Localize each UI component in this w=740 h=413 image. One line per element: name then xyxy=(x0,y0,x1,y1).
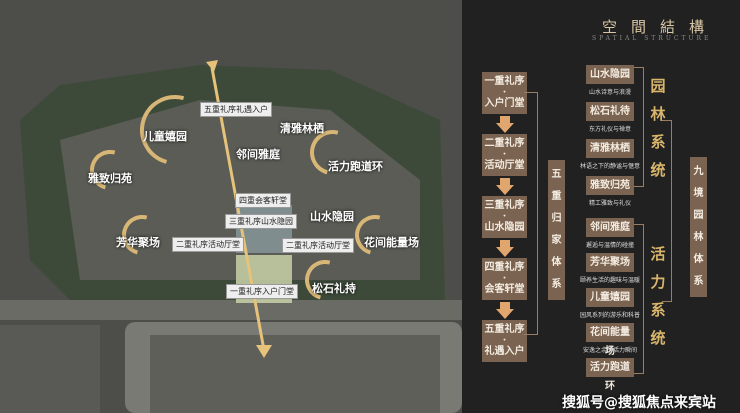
vital-desc: 安逸之余的活力瞬间 xyxy=(582,347,637,354)
down-arrow-icon xyxy=(496,302,514,319)
garden-item: 雅致归苑 xyxy=(586,176,634,195)
step-title: 三重礼序 xyxy=(484,200,525,211)
map-label: 清雅林栖 xyxy=(280,122,324,135)
nine-system-label: 九境园林体系 xyxy=(690,157,707,297)
bracket-vitality xyxy=(634,224,644,374)
garden-item: 清雅林栖 xyxy=(586,139,634,158)
sequence-step: 四重礼序 · 会客轩堂 xyxy=(482,258,527,300)
map-label: 芳华聚场 xyxy=(116,236,160,249)
map-tag: 五重礼序礼遇入户 xyxy=(200,102,272,117)
map-tag: 二重礼序活动厅堂 xyxy=(282,238,354,253)
step-subtitle: 山水隐园 xyxy=(484,222,525,233)
step-dot: · xyxy=(502,211,507,222)
watermark: 搜狐号@搜狐焦点来宾站 xyxy=(562,395,716,411)
vital-item: 花间能量场 xyxy=(586,323,634,357)
map-label: 活力跑道环 xyxy=(328,160,383,173)
down-arrow-icon xyxy=(496,178,514,195)
step-title: 一重礼序 xyxy=(484,76,525,87)
site-plan-map: 儿童嬉园 清雅林栖 邻间雅庭 活力跑道环 雅致归苑 山水隐园 芳华聚场 花间能量… xyxy=(0,0,462,413)
map-label: 花间能量场 xyxy=(364,236,419,249)
map-tag: 一重礼序入户门堂 xyxy=(226,284,298,299)
bracket-five xyxy=(524,92,538,335)
garden-item: 松石礼待 xyxy=(586,102,634,121)
garden-desc: 林语之下的静谧与惬意 xyxy=(579,163,640,170)
bracket-garden xyxy=(634,67,644,187)
spatial-structure-panel: 空間結構 SPATIAL STRUCTURE 一重礼序 · 入户门堂 二重礼序 … xyxy=(462,0,740,413)
step-subtitle: 会客轩堂 xyxy=(484,284,525,295)
step-dot: · xyxy=(502,149,507,160)
vital-desc: 颐养生活的趣味与温暖 xyxy=(579,277,640,284)
vitality-system-label: 活力系统 xyxy=(650,245,666,347)
vital-item: 活力跑道环 xyxy=(586,358,634,392)
step-dot: · xyxy=(502,87,507,98)
vital-desc: 园风系列的游乐和科普 xyxy=(579,312,640,319)
vital-item: 芳华聚场 xyxy=(586,253,634,272)
garden-item: 山水隐园 xyxy=(586,65,634,84)
sequence-step: 五重礼序 · 礼遇入户 xyxy=(482,320,527,362)
garden-system-label: 园林系统 xyxy=(650,77,666,179)
map-label: 松石礼持 xyxy=(312,282,356,295)
vital-item: 邻间雅庭 xyxy=(586,218,634,237)
map-label: 山水隐园 xyxy=(310,210,354,223)
map-tag: 三重礼序山水隐园 xyxy=(225,214,297,229)
map-tag: 四重会客轩堂 xyxy=(235,193,291,208)
sequence-step: 一重礼序 · 入户门堂 xyxy=(482,72,527,114)
step-subtitle: 入户门堂 xyxy=(484,98,525,109)
garden-desc: 精工雅致与礼仪 xyxy=(588,200,631,207)
down-arrow-icon xyxy=(496,240,514,257)
vital-desc: 邂逅与温情的碰撞 xyxy=(585,242,634,249)
vital-item: 儿童嬉园 xyxy=(586,288,634,307)
step-title: 五重礼序 xyxy=(484,324,525,335)
step-dot: · xyxy=(502,273,507,284)
step-title: 四重礼序 xyxy=(484,262,525,273)
site-plan-drawing xyxy=(0,60,462,413)
down-arrow-icon xyxy=(496,116,514,133)
step-subtitle: 礼遇入户 xyxy=(484,346,525,357)
sequence-step: 三重礼序 · 山水隐园 xyxy=(482,196,527,238)
garden-desc: 山水诗意与浪漫 xyxy=(588,89,631,96)
step-dot: · xyxy=(502,335,507,346)
panel-subtitle: SPATIAL STRUCTURE xyxy=(592,35,712,42)
five-system-label: 五重归家体系 xyxy=(548,160,565,300)
garden-desc: 东方礼仪与禅意 xyxy=(588,126,631,133)
sequence-step: 二重礼序 · 活动厅堂 xyxy=(482,134,527,176)
map-tag: 二重礼序活动厅堂 xyxy=(172,237,244,252)
bracket-nine xyxy=(662,120,672,302)
map-label: 儿童嬉园 xyxy=(143,130,187,143)
map-label: 邻间雅庭 xyxy=(236,148,280,161)
panel-title: 空間結構 xyxy=(602,18,719,36)
map-label: 雅致归苑 xyxy=(88,172,132,185)
step-title: 二重礼序 xyxy=(484,138,525,149)
step-subtitle: 活动厅堂 xyxy=(484,160,525,171)
